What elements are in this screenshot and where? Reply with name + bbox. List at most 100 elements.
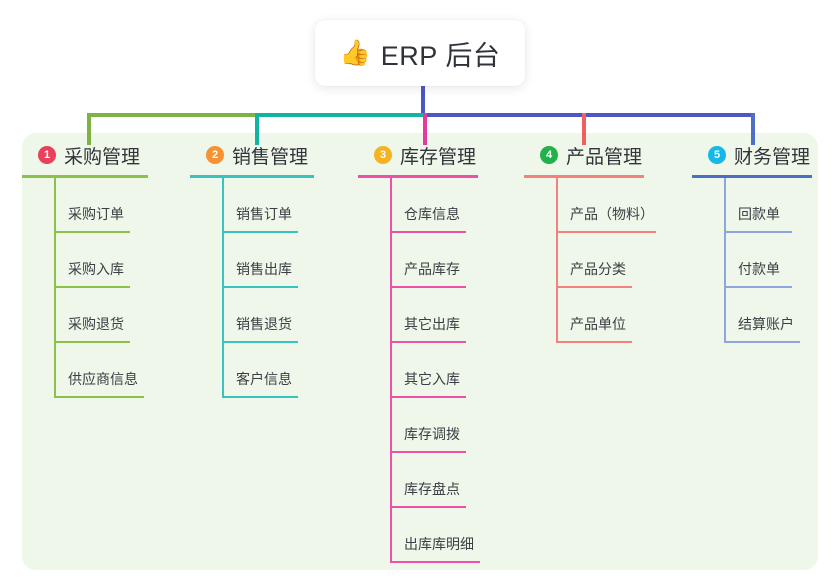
branch-items-col-inventory: 仓库信息产品库存其它出库其它入库库存调拨库存盘点出库库明细 [358,178,480,563]
leaf-item-label: 结算账户 [738,316,794,332]
leaf-item[interactable]: 结算账户 [692,288,812,343]
branch-spine [556,178,558,343]
leaf-item-label: 产品分类 [570,261,626,277]
branch-header-col-purchase[interactable]: 1 采购管理 [22,142,148,168]
leaf-item-underline [222,286,298,288]
leaf-item-underline [222,396,298,398]
branch-underline [22,175,148,178]
leaf-item-underline [54,341,130,343]
branch-spine [390,178,392,563]
connector-seg-purple [423,113,751,117]
leaf-item-underline [54,231,130,233]
leaf-item-underline [390,396,466,398]
leaf-item-underline [724,341,800,343]
leaf-item-underline [390,341,466,343]
branch-number-badge: 2 [206,146,224,164]
branch-items-col-sales: 销售订单销售出库销售退货客户信息 [190,178,314,398]
leaf-item-label: 付款单 [738,261,780,277]
branch-header-col-inventory[interactable]: 3 库存管理 [358,142,478,168]
leaf-item[interactable]: 其它入库 [358,343,478,398]
leaf-item-label: 销售订单 [236,206,292,222]
branch-items-col-purchase: 采购订单采购入库采购退货供应商信息 [22,178,148,398]
branch-header-col-product[interactable]: 4 产品管理 [524,142,644,168]
branch-title: 产品管理 [566,146,643,168]
leaf-item-underline [54,396,144,398]
leaf-item-underline [724,286,792,288]
leaf-item-label: 产品库存 [404,261,460,277]
leaf-item[interactable]: 其它出库 [358,288,478,343]
leaf-item[interactable]: 销售退货 [190,288,314,343]
branch-title: 库存管理 [400,146,477,168]
branch-col-purchase[interactable]: 1 采购管理采购订单采购入库采购退货供应商信息 [22,142,148,398]
branch-spine [222,178,224,398]
leaf-item-label: 仓库信息 [404,206,460,222]
branch-underline [692,175,812,178]
branch-number-badge: 3 [374,146,392,164]
branch-col-inventory[interactable]: 3 库存管理仓库信息产品库存其它出库其它入库库存调拨库存盘点出库库明细 [358,142,480,563]
branch-items-col-finance: 回款单付款单结算账户 [692,178,812,343]
leaf-item-label: 供应商信息 [68,371,138,387]
root-node-content: 👍 ERP 后台 [340,34,501,73]
leaf-item-label: 库存调拨 [404,426,460,442]
branch-underline [524,175,644,178]
leaf-item[interactable]: 采购入库 [22,233,148,288]
branch-col-sales[interactable]: 2 销售管理销售订单销售出库销售退货客户信息 [190,142,314,398]
leaf-item-label: 库存盘点 [404,481,460,497]
leaf-item[interactable]: 回款单 [692,178,812,233]
leaf-item-underline [556,231,656,233]
leaf-item[interactable]: 客户信息 [190,343,314,398]
branch-title: 销售管理 [232,146,309,168]
branch-number-badge: 1 [38,146,56,164]
branch-col-product[interactable]: 4 产品管理产品（物料） 产品分类产品单位 [524,142,656,343]
leaf-item[interactable]: 产品单位 [524,288,644,343]
leaf-item-label: 采购订单 [68,206,124,222]
leaf-item-label: 出库库明细 [404,536,474,552]
branch-underline [190,175,314,178]
root-node[interactable]: 👍 ERP 后台 [315,20,525,86]
leaf-item-underline [390,231,466,233]
connector-stub-col-2 [255,113,259,145]
leaf-item[interactable]: 采购退货 [22,288,148,343]
connector-seg-green [87,113,255,117]
connector-stub-col-3 [423,113,427,145]
connector-stub-col-5 [751,113,755,145]
leaf-item-underline [222,231,298,233]
leaf-item[interactable]: 库存调拨 [358,398,478,453]
leaf-item-label: 其它入库 [404,371,460,387]
leaf-item[interactable]: 产品分类 [524,233,644,288]
connector-seg-teal [255,113,423,117]
leaf-item[interactable]: 库存盘点 [358,453,478,508]
branch-spine [724,178,726,343]
leaf-item[interactable]: 付款单 [692,233,812,288]
leaf-item[interactable]: 销售出库 [190,233,314,288]
branch-number-badge: 5 [708,146,726,164]
leaf-item-underline [390,286,466,288]
branch-header-col-sales[interactable]: 2 销售管理 [190,142,314,168]
leaf-item-label: 采购退货 [68,316,124,332]
leaf-item-underline [556,341,632,343]
leaf-item-label: 回款单 [738,206,780,222]
leaf-item[interactable]: 采购订单 [22,178,148,233]
branch-number-badge: 4 [540,146,558,164]
leaf-item[interactable]: 产品（物料） [524,178,656,233]
branch-underline [358,175,478,178]
leaf-item-underline [222,341,298,343]
leaf-item-underline [390,506,466,508]
leaf-item-label: 产品单位 [570,316,626,332]
branch-title: 采购管理 [64,146,141,168]
leaf-item[interactable]: 仓库信息 [358,178,478,233]
leaf-item[interactable]: 销售订单 [190,178,314,233]
leaf-item-underline [390,561,480,563]
leaf-item-label: 销售出库 [236,261,292,277]
leaf-item[interactable]: 供应商信息 [22,343,148,398]
leaf-item-label: 其它出库 [404,316,460,332]
leaf-item-label: 采购入库 [68,261,124,277]
thumbs-up-icon: 👍 [339,38,371,67]
leaf-item[interactable]: 出库库明细 [358,508,480,563]
root-node-title: ERP 后台 [380,40,501,71]
leaf-item[interactable]: 产品库存 [358,233,478,288]
leaf-item-underline [390,451,466,453]
